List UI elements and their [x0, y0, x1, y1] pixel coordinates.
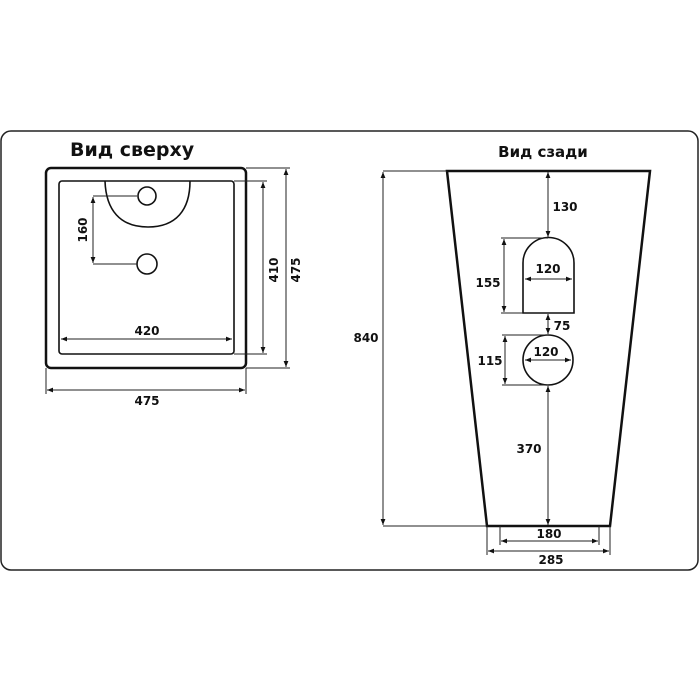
dim-370: 370	[516, 442, 541, 456]
dim-840: 840	[353, 331, 378, 345]
dim-475-right: 475	[289, 257, 303, 282]
faucet-hole	[137, 186, 157, 206]
dim-130: 130	[552, 200, 577, 214]
dim-475-bottom: 475	[134, 394, 159, 408]
dim-285: 285	[538, 553, 563, 567]
overflow-outline	[104, 180, 191, 228]
top-view: Вид сверху 160 420 410 475 475	[44, 139, 303, 408]
top-view-title: Вид сверху	[70, 139, 195, 161]
drain-hole	[136, 253, 158, 275]
dim-155: 155	[475, 276, 500, 290]
dim-75: 75	[554, 319, 571, 333]
dim-120-hole: 120	[533, 345, 558, 359]
dim-420: 420	[134, 324, 159, 338]
dim-120-opening: 120	[535, 262, 560, 276]
basin-outline	[58, 180, 235, 355]
back-view: Вид сзади 840 130 155 120 75 115 120 370…	[353, 143, 652, 567]
dim-115: 115	[477, 354, 502, 368]
outer-outline	[44, 166, 248, 370]
dim-410: 410	[267, 257, 281, 282]
back-view-title: Вид сзади	[498, 143, 588, 161]
dim-180: 180	[536, 527, 561, 541]
frame	[0, 130, 699, 571]
dim-160: 160	[76, 217, 90, 242]
service-opening	[522, 236, 575, 314]
